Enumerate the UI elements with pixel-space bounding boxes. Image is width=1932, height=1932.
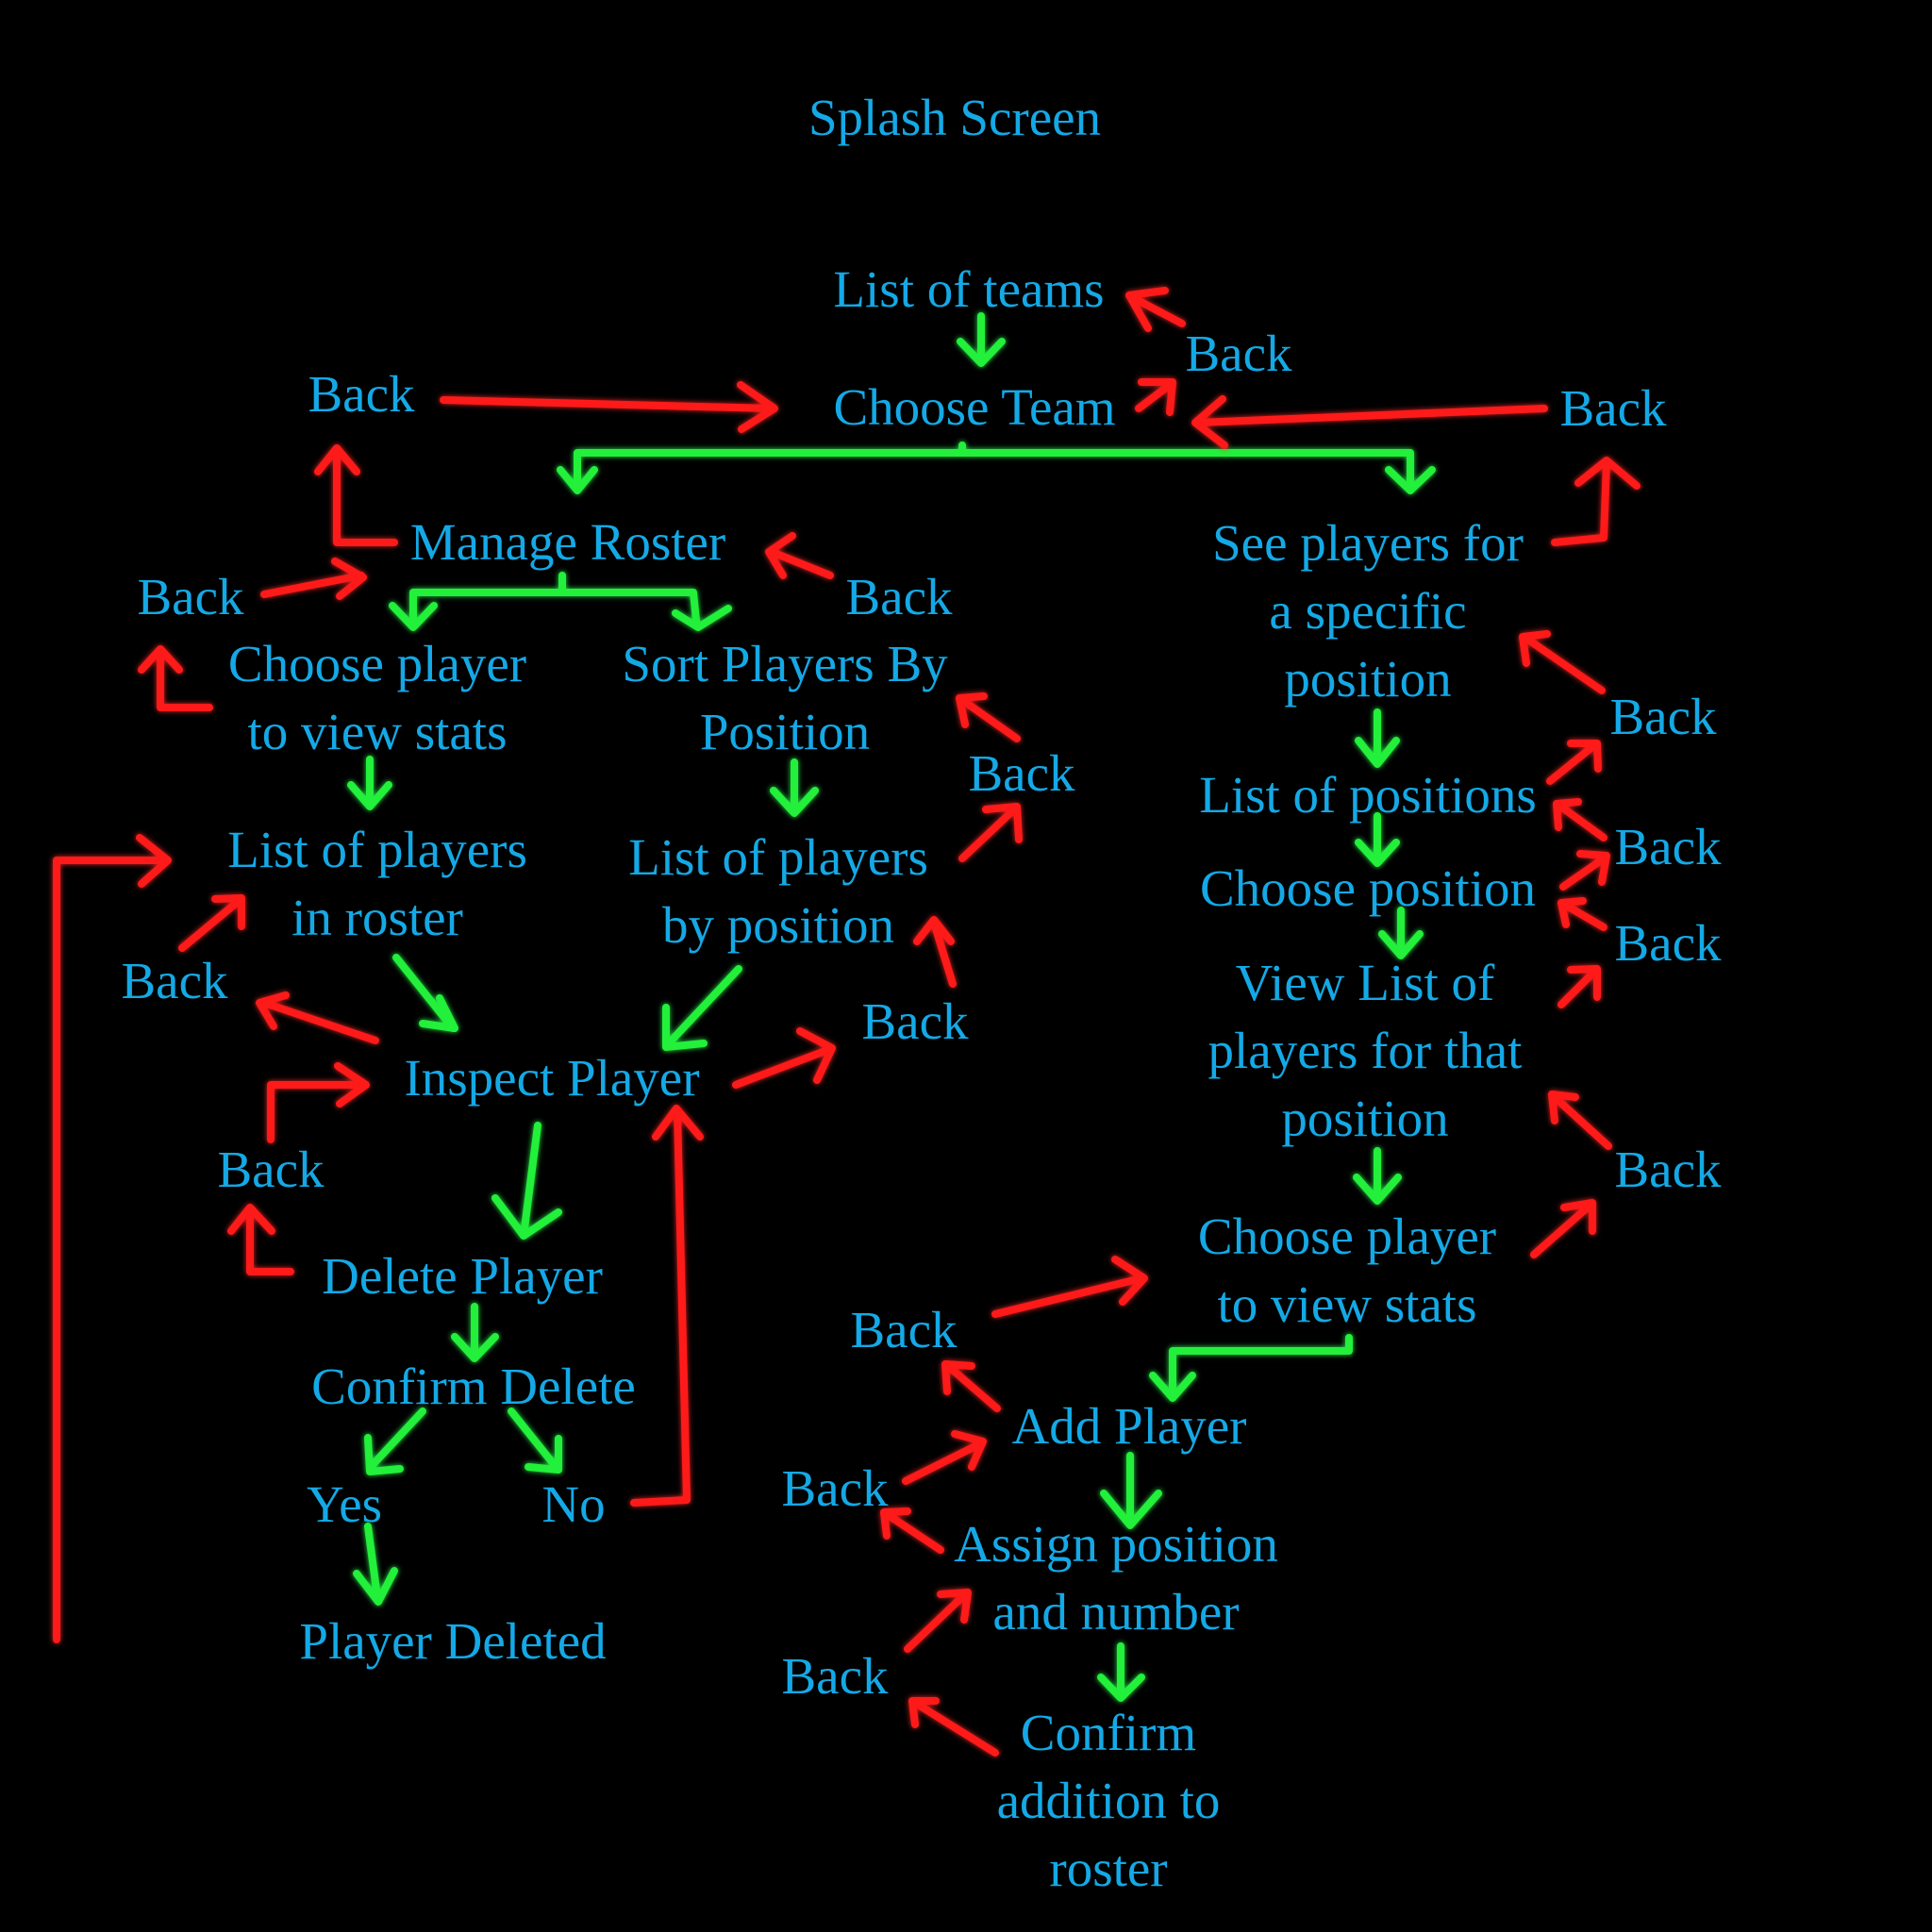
node-delete-player: Delete Player	[322, 1247, 603, 1305]
back-arrow-back-to-add-player	[902, 1430, 987, 1485]
arrow-add-player-to-assign	[1100, 1452, 1162, 1529]
arrow-yes-to-deleted	[353, 1523, 398, 1606]
node-no: No	[541, 1475, 606, 1533]
node-list-of-teams: List of teams	[833, 260, 1105, 318]
node-list-of-players-in-roster: List of players in roster	[227, 821, 527, 946]
back-arrow-to-sort	[956, 692, 1021, 742]
node-confirm-delete: Confirm Delete	[311, 1357, 636, 1415]
back-arrow-inspect-to-back-right	[732, 1027, 836, 1089]
node-assign-position-and-number: Assign position and number	[954, 1515, 1278, 1641]
back-arrow-left-to-choose-team	[440, 381, 778, 433]
node-confirm-addition-to-roster: Confirm addition to roster	[996, 1704, 1221, 1897]
back-arrow-list-positions-back	[1546, 740, 1602, 785]
node-view-list-players-position: View List of players for that position	[1208, 954, 1523, 1147]
back-label-list-roster: Back	[121, 952, 228, 1009]
back-arrow-list-by-position-back	[913, 916, 957, 988]
back-arrow-assign-to-back	[880, 1507, 944, 1554]
arrow-see-players-to-list-positions	[1355, 708, 1400, 768]
node-yes: Yes	[306, 1475, 383, 1533]
back-arrow-back-to-choose-position	[1557, 897, 1607, 931]
back-label-right-top: Back	[1559, 379, 1667, 437]
arrow-view-list-to-choose-player	[1353, 1147, 1402, 1205]
back-arrows	[53, 287, 1641, 1757]
node-choose-player-view-stats: Choose player to view stats	[227, 635, 527, 760]
back-arrow-from-back-to-manage-roster	[765, 532, 834, 579]
back-label-assign: Back	[781, 1647, 889, 1705]
back-arrow-confirm-addition-to-back	[908, 1697, 999, 1757]
node-list-of-players-by-position: List of players by position	[628, 828, 928, 954]
back-label-sort: Back	[968, 744, 1075, 802]
arrow-choose-player-to-add-player	[1149, 1334, 1353, 1402]
back-label-manage-roster-left: Back	[137, 568, 244, 625]
back-arrow-list-by-position-up	[958, 803, 1023, 862]
arrow-inspect-to-delete	[491, 1122, 562, 1240]
back-arrow-choose-player-right-back	[1530, 1199, 1596, 1258]
node-list-of-positions: List of positions	[1199, 766, 1537, 824]
back-label-top: Back	[1185, 325, 1292, 382]
forward-arrows	[347, 312, 1436, 1702]
arrow-manage-roster-split	[389, 572, 732, 631]
back-arrow-view-list-back	[1557, 965, 1601, 1008]
back-arrow-back-to-list-positions	[1553, 798, 1607, 841]
arrow-assign-to-confirm-addition	[1097, 1642, 1145, 1702]
back-label-inspect-left: Back	[217, 1141, 325, 1198]
node-add-player: Add Player	[1011, 1397, 1247, 1455]
node-choose-position: Choose position	[1200, 859, 1536, 917]
back-arrow-back-to-assign	[904, 1589, 972, 1653]
node-see-players-for-position: See players for a specific position	[1212, 514, 1524, 708]
back-arrow-to-list-teams	[1125, 287, 1186, 332]
back-label-choose-position: Back	[1614, 914, 1722, 972]
back-label-list-positions: Back	[1614, 818, 1722, 875]
arrow-confirm-to-yes	[364, 1407, 426, 1475]
arrow-list-roster-to-inspect	[392, 954, 458, 1032]
back-label-add-player: Back	[781, 1459, 889, 1517]
node-choose-team: Choose Team	[833, 378, 1116, 436]
back-label-view-list: Back	[1614, 1141, 1722, 1198]
back-arrow-manage-roster-up	[314, 444, 398, 546]
back-arrow-back-to-view-list	[1548, 1091, 1612, 1150]
back-arrow-list-roster-in	[53, 834, 172, 1643]
back-label-choose-player-right: Back	[850, 1301, 958, 1358]
back-arrow-delete-up	[227, 1204, 294, 1275]
back-arrow-to-back-top	[1135, 378, 1176, 416]
node-manage-roster: Manage Roster	[409, 513, 726, 571]
node-inspect-player: Inspect Player	[404, 1049, 700, 1107]
back-label-manage-roster-right: Back	[845, 568, 953, 625]
node-choose-player-view-stats-right: Choose player to view stats	[1197, 1208, 1497, 1333]
arrow-choose-position-to-view-list	[1378, 907, 1424, 959]
node-player-deleted: Player Deleted	[299, 1612, 607, 1670]
back-arrow-see-players-up	[1551, 457, 1641, 546]
node-splash-screen: Splash Screen	[808, 89, 1102, 146]
back-arrow-inspect-to-back-left	[256, 991, 379, 1044]
back-arrow-add-player-to-back	[941, 1360, 1001, 1412]
arrow-confirm-to-no	[508, 1407, 562, 1474]
back-arrow-to-see-players	[1519, 630, 1606, 694]
back-label-see-players: Back	[1609, 688, 1717, 745]
back-arrow-no-to-inspect	[630, 1105, 704, 1507]
node-sort-players-by-position: Sort Players By Position	[622, 635, 948, 760]
back-arrow-right-to-choose-team	[1191, 395, 1548, 449]
back-arrow-back-to-choose-player	[991, 1256, 1148, 1318]
arrow-teams-to-choose-team	[957, 312, 1006, 367]
arrow-list-by-position-to-inspect	[662, 965, 742, 1051]
arrow-choose-team-split	[557, 441, 1436, 494]
arrow-list-positions-to-choose-position	[1355, 812, 1400, 867]
arrow-sort-to-list-by-position	[770, 758, 819, 817]
arrow-choose-player-to-list	[347, 756, 392, 810]
back-arrow-choose-player-left-up	[138, 645, 213, 711]
back-arrow-choose-position-back	[1559, 850, 1610, 891]
back-label-left-top: Back	[308, 365, 415, 423]
back-arrow-to-manage-roster	[260, 558, 367, 600]
back-label-inspect-right: Back	[861, 992, 969, 1050]
back-arrow-back-to-list-roster	[178, 894, 245, 952]
arrow-delete-to-confirm	[451, 1303, 499, 1362]
back-arrow-back-to-inspect	[267, 1062, 370, 1143]
